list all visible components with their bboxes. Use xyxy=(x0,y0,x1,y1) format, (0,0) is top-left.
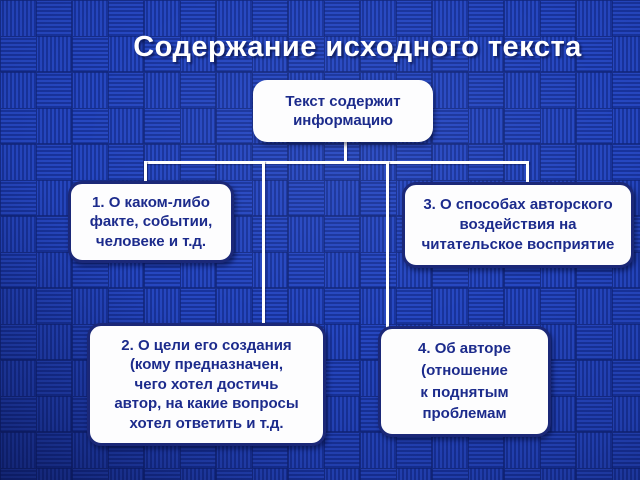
diagram-box-2-label: 2. О цели его создания (кому предназначе… xyxy=(114,336,299,432)
diagram-box-3-author-methods: 3. О способах авторского воздействия на … xyxy=(402,182,634,268)
diagram-box-1-label: 1. О каком-либо факте, событии, человеке… xyxy=(89,193,213,250)
diagram-box-3-label: 3. О способах авторского воздействия на … xyxy=(421,195,615,254)
diagram-root-box: Текст содержит информацию xyxy=(253,80,433,142)
connector-to-box-2 xyxy=(262,161,265,325)
connector-to-box-1 xyxy=(144,161,147,183)
connector-horizontal-bus xyxy=(144,161,529,164)
connector-to-box-3 xyxy=(526,161,529,184)
connector-root-stem xyxy=(344,141,347,163)
diagram-box-2-purpose: 2. О цели его создания (кому предназначе… xyxy=(87,323,326,446)
diagram-box-4-label: 4. Об авторе (отношение к поднятым пробл… xyxy=(418,340,511,423)
diagram-root-label: Текст содержит информацию xyxy=(285,92,401,130)
diagram-box-1-fact: 1. О каком-либо факте, событии, человеке… xyxy=(68,181,234,263)
diagram-box-4-about-author: 4. Об авторе (отношение к поднятым пробл… xyxy=(378,326,551,437)
slide-title: Содержание исходного текста xyxy=(133,31,582,63)
connector-to-box-4 xyxy=(386,161,389,328)
